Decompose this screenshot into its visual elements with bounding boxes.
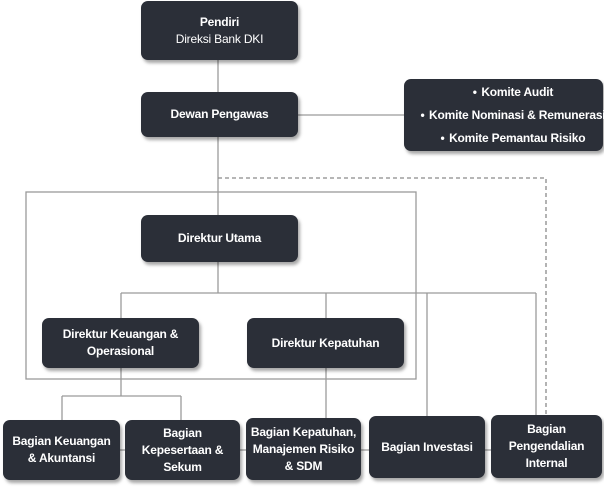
bagian-investasi-box: Bagian Investasi: [369, 416, 485, 478]
pendiri-title: Pendiri: [199, 14, 240, 29]
direktur-keuangan-box: Direktur Keuangan & Operasional: [42, 318, 199, 368]
bagian-pengendalian-box: Bagian Pengendalian Internal: [491, 415, 602, 478]
pendiri-subtitle: Direksi Bank DKI: [175, 31, 264, 46]
komite-item-nominasi: Komite Nominasi & Remunerasi: [416, 104, 604, 127]
connector-dashed-pengendalian: [218, 177, 547, 415]
komite-box: Komite Audit Komite Nominasi & Remuneras…: [404, 79, 604, 151]
bagian-keuangan-label: Bagian Keuangan & Akuntansi: [12, 434, 111, 465]
bagian-kepatuhan-box: Bagian Kepatuhan, Manajemen Risiko & SDM: [246, 418, 361, 480]
dewan-pengawas-label: Dewan Pengawas: [170, 107, 269, 121]
komite-list: Komite Audit Komite Nominasi & Remuneras…: [416, 81, 604, 150]
bagian-kepesertaan-box: Bagian Kepesertaan & Sekum: [125, 420, 240, 480]
bagian-keuangan-box: Bagian Keuangan & Akuntansi: [3, 420, 120, 480]
pendiri-box: Pendiri Direksi Bank DKI: [141, 1, 298, 60]
komite-item-audit: Komite Audit: [416, 81, 604, 104]
direktur-keuangan-label: Direktur Keuangan & Operasional: [62, 327, 179, 358]
dewan-pengawas-box: Dewan Pengawas: [141, 92, 298, 137]
direktur-utama-box: Direktur Utama: [141, 215, 298, 262]
bagian-kepesertaan-label: Bagian Kepesertaan & Sekum: [141, 425, 224, 474]
direktur-utama-label: Direktur Utama: [177, 231, 262, 245]
direktur-kepatuhan-label: Direktur Kepatuhan: [271, 335, 380, 350]
direksi-group-frame: [25, 191, 417, 380]
bagian-pengendalian-label: Bagian Pengendalian Internal: [508, 422, 585, 470]
komite-item-risiko: Komite Pemantau Risiko: [416, 127, 604, 150]
bagian-investasi-label: Bagian Investasi: [381, 439, 473, 454]
bagian-kepatuhan-label: Bagian Kepatuhan, Manajemen Risiko & SDM: [250, 424, 357, 473]
direktur-kepatuhan-box: Direktur Kepatuhan: [247, 318, 404, 368]
